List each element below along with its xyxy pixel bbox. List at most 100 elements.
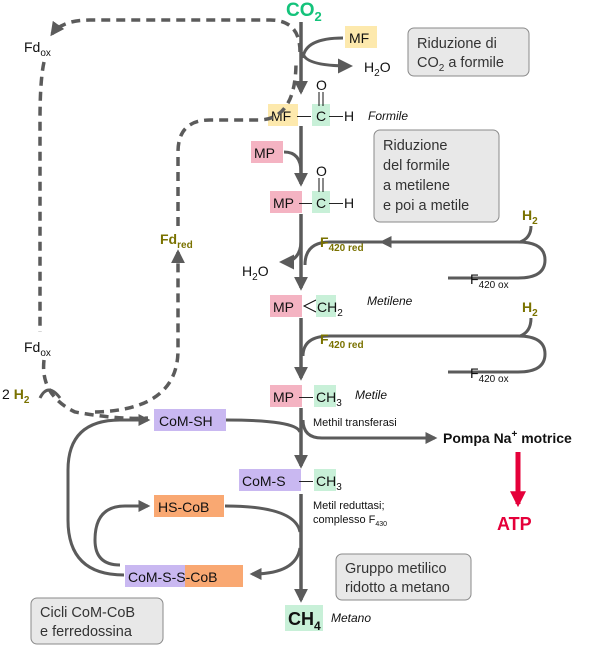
- formile-label: Formile: [368, 109, 408, 123]
- methyl-transferase-label: Methil transferasi: [313, 417, 397, 429]
- carbon-badge: [312, 104, 330, 126]
- box-co2-to-formyl: Riduzione di CO2 a formile: [407, 27, 530, 77]
- svg-text:Riduzione: Riduzione: [383, 138, 448, 154]
- carbon-atom: C: [316, 108, 326, 124]
- main-to-heterodisulfide-arrow: [249, 547, 302, 580]
- ch4-text: CH4: [288, 609, 321, 633]
- box-formyl-to-methyl: Riduzione del formile a metilene e poi a…: [373, 129, 500, 223]
- h2-1-input: [519, 225, 533, 244]
- com-sh-badge: [154, 409, 226, 431]
- oxygen-atom: O: [316, 163, 327, 179]
- bond-dash: —: [329, 107, 343, 123]
- s-cob-disulfide-badge: [185, 565, 243, 587]
- double-bond-to-ch2: [302, 299, 317, 313]
- fd-ox-top-label: Fdox: [24, 39, 51, 59]
- hs-cob-badge: [154, 495, 224, 517]
- reductase-line1: Metil reduttasi;: [313, 500, 385, 512]
- svg-text:Riduzione di: Riduzione di: [417, 36, 497, 52]
- metano-label: Metano: [331, 611, 371, 625]
- com-sh-to-main-arrow: [225, 418, 302, 433]
- mp-text: MP: [273, 299, 294, 315]
- ferredoxin-dashed-reduced: [94, 249, 185, 414]
- mp-badge: [270, 295, 302, 317]
- f420-ox-1-label: F420 ox: [470, 271, 509, 291]
- com-s-text: CoM-S: [242, 473, 286, 489]
- bond-dash: —: [299, 388, 313, 404]
- h2o-mid-label: H2O: [242, 263, 269, 283]
- svg-text:CO2 a formile: CO2 a formile: [417, 55, 504, 74]
- f420-red-1-label: F420 red: [320, 234, 364, 254]
- svg-text:ridotto a metano: ridotto a metano: [345, 580, 450, 596]
- svg-text:e poi a metile: e poi a metile: [383, 198, 469, 214]
- com-sh-text: CoM-SH: [159, 413, 213, 429]
- hydrogen-atom: H: [344, 195, 354, 211]
- mp-text: MP: [273, 195, 294, 211]
- mf-input-arrow: [301, 36, 344, 59]
- f420-cycle-1-join: [303, 240, 382, 266]
- bond-dash: —: [299, 472, 313, 488]
- com-cob-cycle-inner: [93, 500, 151, 567]
- com-cob-cycle-outer: [66, 414, 151, 577]
- h2-2-input: [519, 317, 533, 338]
- mf-input-text: MF: [349, 30, 369, 46]
- f420-cycle-1-arrow: [379, 236, 547, 280]
- carbon-badge: [314, 385, 336, 407]
- ferredoxin-dashed-bottom: [41, 359, 149, 421]
- ch2-text: CH2: [317, 299, 343, 319]
- svg-text:e ferredossina: e ferredossina: [40, 624, 133, 640]
- svg-text:Gruppo metilico: Gruppo metilico: [345, 561, 447, 577]
- ch4-badge: [285, 605, 323, 631]
- carbon-badge: [312, 191, 330, 213]
- reductase-line2: complesso F430: [313, 514, 387, 528]
- hs-cob-text: HS-CoB: [158, 499, 209, 515]
- mp-badge: [270, 191, 302, 213]
- box-methyl-to-methane: Gruppo metilico ridotto a metano: [335, 553, 472, 601]
- fd-red-label: Fdred: [160, 231, 193, 251]
- box-cycles: Cicli CoM-CoB e ferredossina: [30, 597, 164, 645]
- metilene-label: Metilene: [367, 294, 413, 308]
- fd-ox-bottom-label: Fdox: [24, 339, 51, 359]
- f420-ox-2-label: F420 ox: [470, 365, 509, 385]
- hs-cob-to-main-arrow: [224, 504, 302, 533]
- com-s-badge: [239, 469, 301, 491]
- svg-text:Cicli CoM-CoB: Cicli CoM-CoB: [40, 605, 135, 621]
- f420-cycle-2-arrow: [382, 334, 547, 374]
- atp-label: ATP: [497, 514, 532, 534]
- h2-input-arc: [38, 388, 62, 399]
- mp-badge: [270, 385, 302, 407]
- bond-dash: —: [299, 194, 313, 210]
- svg-text:a metilene: a metilene: [383, 178, 450, 194]
- ch3-text: CH3: [316, 473, 342, 493]
- metile-label: Metile: [355, 388, 387, 402]
- h2o-mid-arrow: [279, 241, 303, 270]
- mf-formile-text: MF: [271, 108, 291, 124]
- oxygen-atom: O: [316, 77, 327, 93]
- svg-text:del formile: del formile: [383, 158, 450, 174]
- h2o-output-arrow: [301, 51, 353, 74]
- h2-2-label: H2: [522, 299, 538, 319]
- carbon-atom: C: [316, 195, 326, 211]
- transferase-branch-arrow: [301, 419, 438, 444]
- com-s-disulfide-badge: [125, 565, 185, 587]
- h2-1-label: H2: [522, 207, 538, 227]
- carbon-badge: [316, 295, 336, 317]
- bond-dash: —: [297, 107, 311, 123]
- hydrogen-atom: H: [344, 108, 354, 124]
- bond-dash: —: [329, 194, 343, 210]
- carbon-badge: [314, 469, 336, 491]
- ch3-text: CH3: [316, 389, 342, 409]
- co2-label: CO2: [286, 0, 322, 24]
- sodium-pump-label: Pompa Na+ motrice: [443, 429, 572, 446]
- mp-input-text: MP: [254, 145, 275, 161]
- f420-red-2-label: F420 red: [320, 331, 364, 351]
- ferredoxin-dashed-top: [50, 18, 302, 53]
- h2o-top-label: H2O: [364, 59, 391, 79]
- f420-cycle-2-join: [301, 334, 382, 357]
- heterodisulfide-text: CoM-S-S-CoB: [128, 569, 217, 585]
- mf-badge: [268, 104, 298, 126]
- mf-input-badge: [345, 26, 377, 48]
- mp-text: MP: [273, 389, 294, 405]
- mp-input-arrow: [283, 150, 303, 173]
